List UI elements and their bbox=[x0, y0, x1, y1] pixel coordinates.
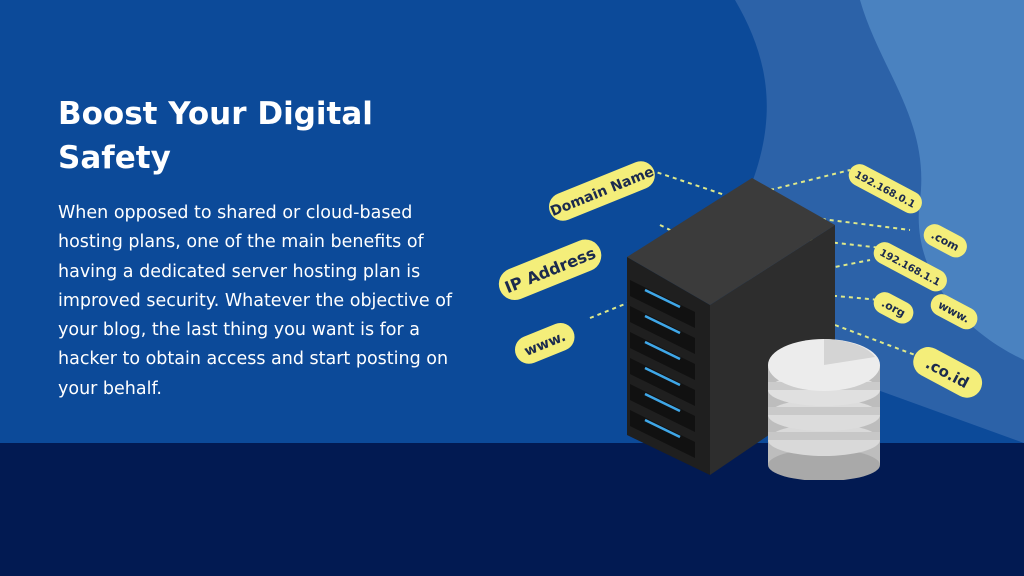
www-right-tag: www. bbox=[930, 294, 978, 330]
body-paragraph: When opposed to shared or cloud-based ho… bbox=[58, 203, 453, 399]
server-tower bbox=[627, 178, 835, 475]
ip-1-tag: 192.168.0.1 bbox=[848, 164, 922, 214]
database-icon bbox=[768, 339, 880, 480]
com-tag: .com bbox=[923, 224, 967, 258]
org-tag: .org bbox=[873, 292, 914, 324]
ip-address-tag: IP Address bbox=[498, 239, 602, 301]
server-illustration: Domain Name IP Address www. 192.168.0.1 … bbox=[498, 161, 983, 480]
page-title: Boost Your Digital Safety bbox=[58, 96, 373, 176]
co-id-tag: .co.id bbox=[913, 347, 983, 398]
domain-name-tag: Domain Name bbox=[548, 161, 656, 221]
server-drive-bays bbox=[630, 280, 695, 458]
www-left-tag: www. bbox=[514, 323, 575, 364]
